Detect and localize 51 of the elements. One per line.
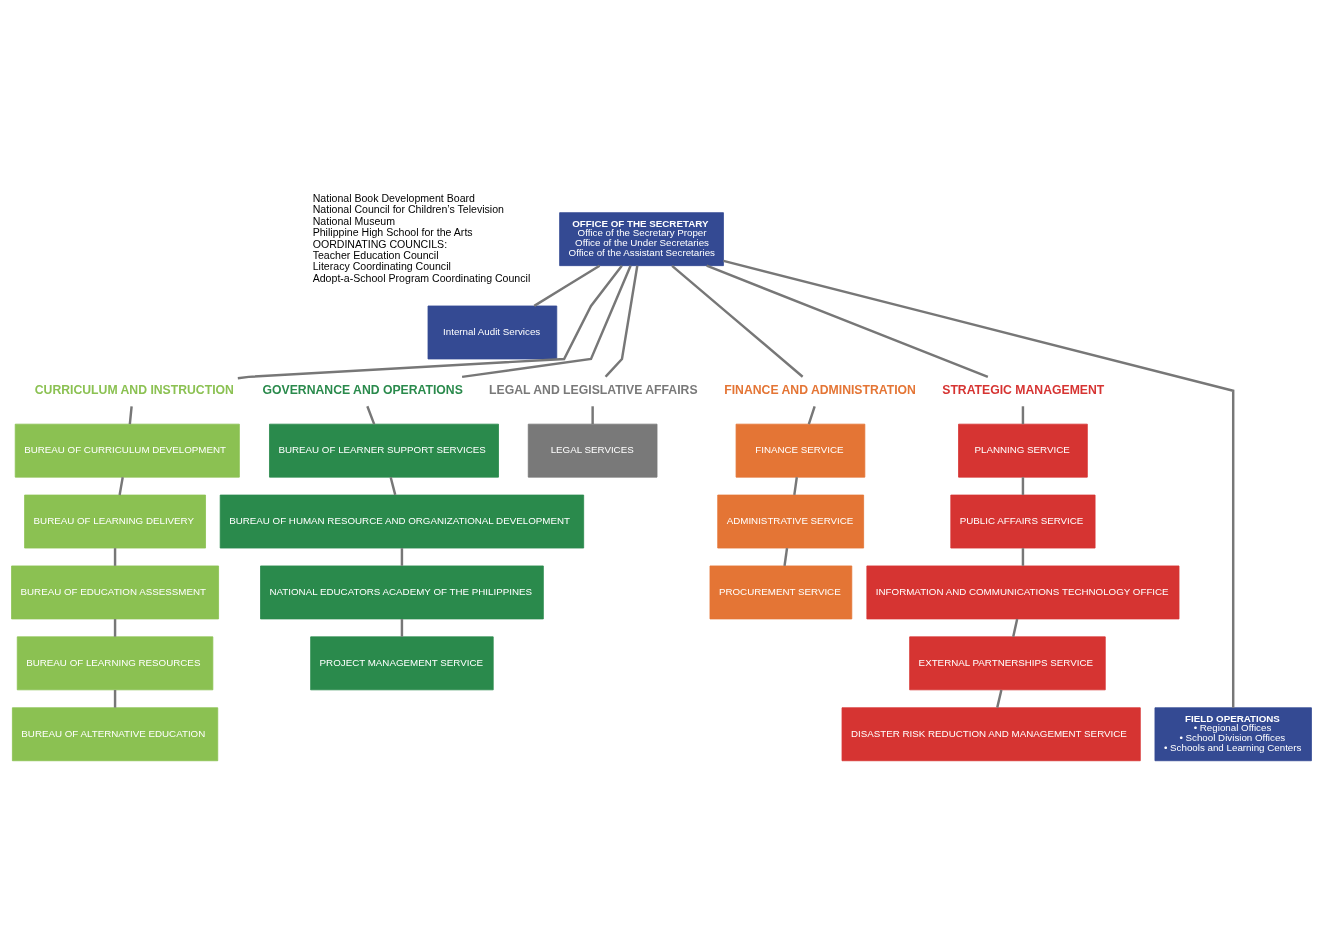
node-text: CURRICULUM AND INSTRUCTION [34, 382, 234, 397]
node-box: PLANNING SERVICE [958, 423, 1088, 478]
connector [706, 264, 989, 378]
label: Literacy Coordinating Council [312, 259, 451, 272]
node-box: BUREAU OF ALTERNATIVE EDUCATION [11, 706, 219, 761]
node-box: LEGAL SERVICES [527, 423, 658, 478]
node-box: PROJECT MANAGEMENT SERVICE [310, 635, 494, 690]
node-box: Internal Audit Services [427, 305, 558, 359]
node-box: PUBLIC AFFAIRS SERVICE [950, 494, 1096, 548]
node-text: LEGAL AND LEGISLATIVE AFFAIRS [489, 382, 698, 397]
connector [783, 547, 789, 566]
label: National Council for Children’s Television [312, 202, 504, 215]
node-box: INFORMATION AND COMMUNICATIONS TECHNOLOGY OFFICE [866, 565, 1180, 619]
connector [118, 476, 124, 495]
node-box: BUREAU OF LEARNER SUPPORT SERVICES [269, 423, 499, 478]
node-box: PROCUREMENT SERVICE [709, 565, 853, 619]
node-box: NATIONAL EDUCATORS ACADEMY OF THE PHILIPPINES [260, 565, 544, 619]
node-box: EXTERNAL PARTNERSHIPS SERVICE [909, 635, 1106, 690]
connector [723, 259, 1235, 708]
node-text: GOVERNANCE AND OPERATIONS [262, 382, 463, 397]
connector [807, 405, 816, 424]
node-box: BUREAU OF HUMAN RESOURCE AND ORGANIZATIONAL DEVELOPMENT [219, 494, 585, 548]
node-box: ADMINISTRATIVE SERVICE [717, 494, 864, 548]
connector [461, 264, 632, 378]
label: Teacher Education Council [312, 248, 439, 261]
connector [671, 264, 804, 378]
label: National Museum [312, 214, 395, 227]
label: National Book Development Board [312, 191, 475, 204]
connector [366, 405, 376, 425]
node-text: FINANCE AND ADMINISTRATION [724, 382, 916, 397]
node-box: DISASTER RISK REDUCTION AND MANAGEMENT SERVICE [841, 706, 1141, 761]
label: Philippine High School for the Arts [312, 225, 473, 238]
connector [604, 265, 639, 378]
node-box: FINANCE SERVICE [735, 423, 866, 478]
node-box: FIELD OPERATIONS • Regional Offices • School Division Offices • Schools and Learning Centers [1154, 706, 1312, 761]
connector [996, 689, 1003, 708]
node-box: BUREAU OF CURRICULUM DEVELOPMENT [14, 423, 240, 478]
label: Adopt-a-School Program Coordinating Council [312, 271, 531, 284]
connector [237, 264, 623, 379]
connector [1012, 618, 1019, 637]
node-box: OFFICE OF THE SECRETARY Office of the Secretary Proper Office of the Under Secretaries Office of the Assistant Secretaries [559, 211, 724, 266]
node-text: STRATEGIC MANAGEMENT [942, 382, 1105, 397]
connector [533, 264, 601, 307]
connector [793, 476, 798, 495]
node-box: BUREAU OF EDUCATION ASSESSMENT [11, 565, 219, 619]
connector [389, 476, 397, 495]
connector [591, 405, 594, 424]
node-box: BUREAU OF LEARNING DELIVERY [24, 494, 206, 548]
label: OORDINATING COUNCILS: [312, 237, 448, 250]
node-box: BUREAU OF LEARNING RESOURCES [16, 635, 214, 690]
connector [128, 405, 133, 424]
